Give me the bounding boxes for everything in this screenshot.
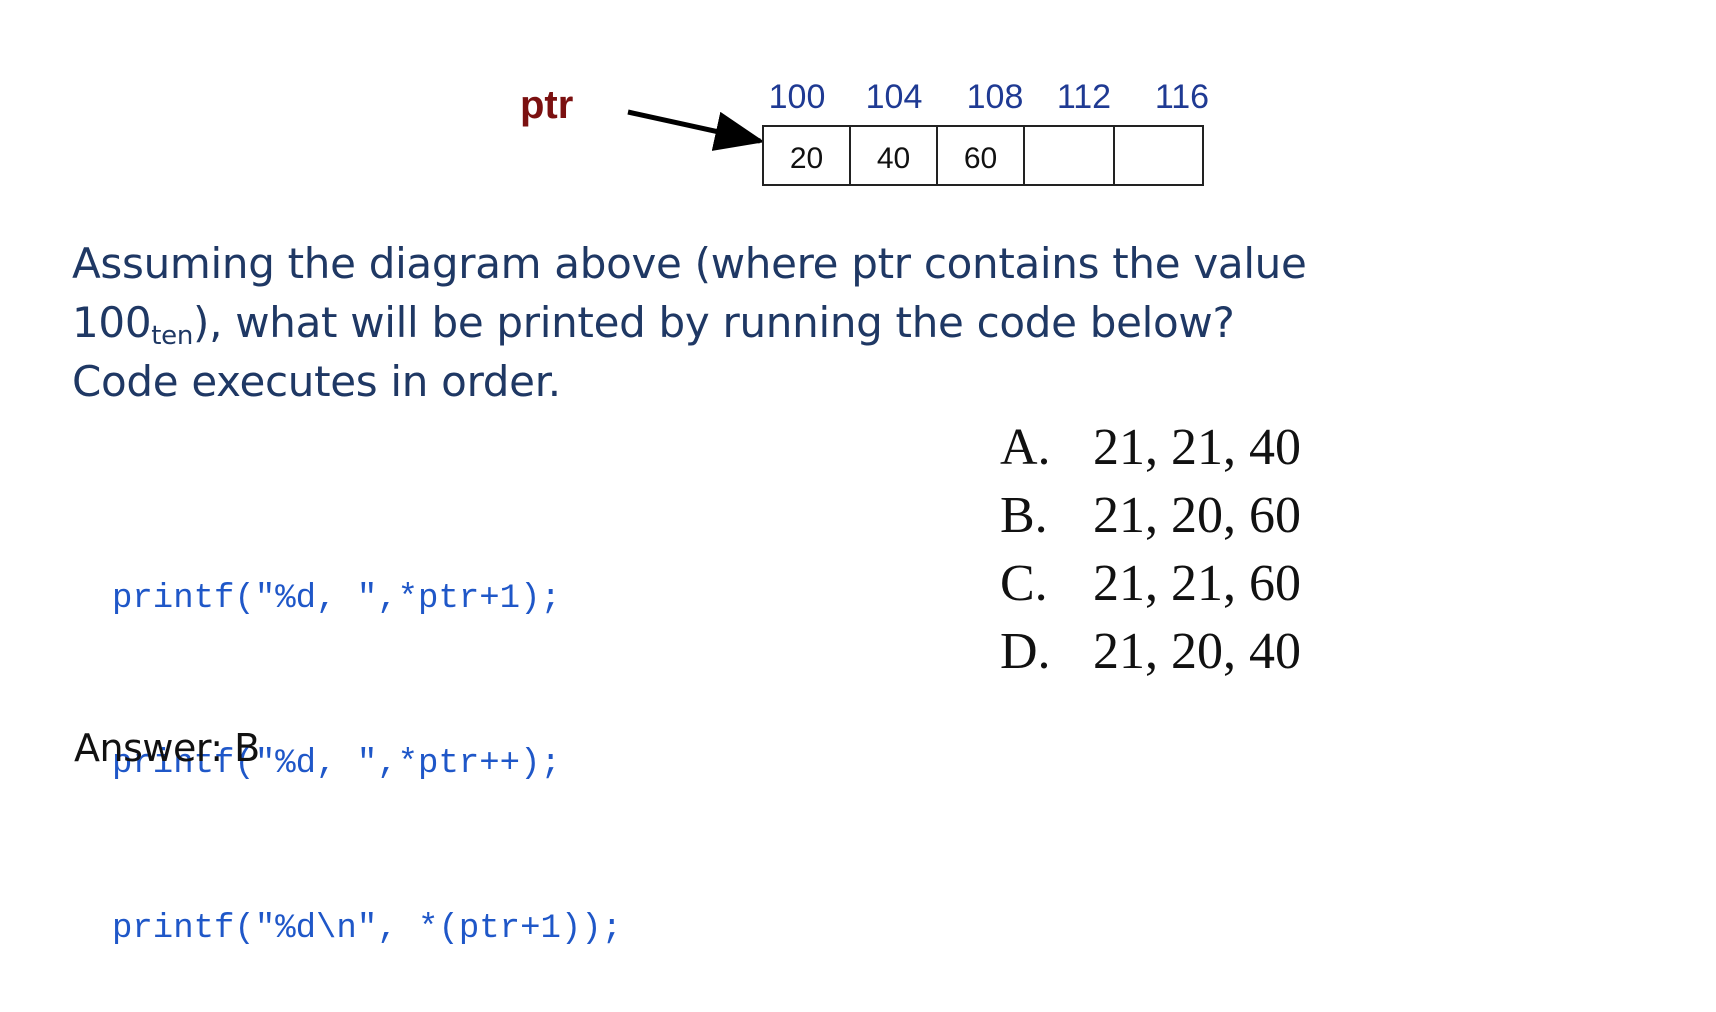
answer-options: A. 21, 21, 40 B. 21, 20, 60 C. 21, 21, 6… — [1000, 414, 1301, 686]
option-letter: D. — [1000, 623, 1051, 680]
memory-diagram: ptr 100 104 108 112 116 20 40 60 — [520, 78, 1209, 186]
memory-cell-value: 60 — [964, 142, 997, 175]
option-d: D. 21, 20, 40 — [1000, 618, 1301, 686]
option-letter: C. — [1000, 555, 1048, 612]
code-line: printf("%d\n", *(ptr+1)); — [112, 910, 623, 948]
option-text: 21, 21, 60 — [1093, 555, 1301, 612]
option-text: 21, 20, 60 — [1093, 487, 1301, 544]
question-subscript: ten — [151, 321, 194, 351]
question-text: Assuming the diagram above (where ptr co… — [72, 234, 1632, 411]
memory-cell — [936, 125, 1025, 186]
option-text: 21, 21, 40 — [1093, 419, 1301, 476]
question-number: 100 — [72, 298, 152, 347]
question-line-3: Code executes in order. — [72, 357, 561, 406]
option-letter: B. — [1000, 487, 1048, 544]
question-line-2: 100ten), what will be printed by running… — [72, 293, 1632, 352]
answer-text: Answer: B — [74, 726, 260, 770]
memory-address: 100 — [769, 78, 826, 116]
option-a: A. 21, 21, 40 — [1000, 414, 1301, 482]
code-line: printf("%d, ",*ptr+1); — [112, 580, 561, 618]
memory-cell-value: 20 — [790, 142, 823, 175]
memory-address: 108 — [967, 78, 1024, 116]
memory-cell — [1023, 125, 1115, 186]
option-b: B. 21, 20, 60 — [1000, 482, 1301, 550]
question-line-1: Assuming the diagram above (where ptr co… — [72, 239, 1307, 288]
memory-cell — [762, 125, 851, 186]
option-text: 21, 20, 40 — [1093, 623, 1301, 680]
memory-cells: 20 40 60 — [762, 125, 1204, 186]
code-line: printf("%d, ",*ptr++); — [112, 745, 561, 783]
pointer-arrow — [627, 109, 765, 151]
address-labels: 100 104 108 112 116 — [769, 78, 1209, 116]
memory-address: 116 — [1155, 78, 1209, 116]
pointer-label: ptr — [520, 83, 573, 127]
option-letter: A. — [1000, 419, 1051, 476]
memory-cell — [1113, 125, 1204, 186]
memory-cell — [849, 125, 938, 186]
memory-cell-value: 40 — [877, 142, 910, 175]
memory-address: 112 — [1057, 78, 1111, 116]
question-line-2-rest: ), what will be printed by running the c… — [193, 298, 1235, 347]
option-c: C. 21, 21, 60 — [1000, 550, 1301, 618]
memory-address: 104 — [866, 78, 923, 116]
